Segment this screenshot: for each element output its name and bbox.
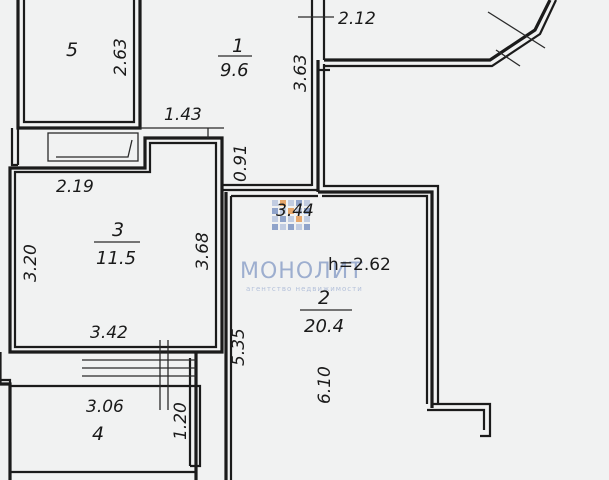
room-1-area: 9.6 [220, 60, 249, 81]
dim-3-20: 3.20 [21, 244, 41, 282]
room-4-number: 4 [92, 423, 104, 445]
dim-5-35: 5.35 [229, 328, 249, 366]
dim-3-42: 3.42 [90, 323, 128, 343]
dim-3-44: 3.44 [276, 201, 314, 221]
watermark: МОНОЛИТ агентство недвижимости [240, 200, 364, 293]
room-2-number: 2 [318, 287, 330, 309]
watermark-tagline: агентство недвижимости [246, 285, 363, 293]
dim-2-63: 2.63 [111, 38, 131, 76]
wall-room-4 [0, 352, 12, 480]
room-2-area: 20.4 [304, 316, 344, 337]
dim-3-68: 3.68 [193, 232, 213, 270]
watermark-logo-icon [272, 200, 310, 230]
walls [0, 0, 557, 480]
room-1-number: 1 [232, 35, 244, 57]
dim-2-12: 2.12 [338, 9, 376, 29]
wall-room-3 [8, 136, 224, 354]
room-3-area: 11.5 [96, 248, 136, 269]
dim-6-10: 6.10 [315, 366, 335, 404]
storage-niche [47, 132, 139, 162]
dim-3-06: 3.06 [86, 397, 124, 417]
ceiling-height-label: h=2.62 [328, 255, 391, 275]
room-5-number: 5 [66, 39, 78, 61]
dimension-labels: 2.12 2.63 3.63 1.43 0.91 2.19 3.44 3.20 … [21, 9, 376, 440]
wall-room-5 [16, 0, 142, 130]
dim-1-20: 1.20 [171, 402, 191, 440]
dim-0-91: 0.91 [231, 144, 251, 182]
dim-3-63: 3.63 [291, 54, 311, 92]
dim-2-19: 2.19 [56, 177, 94, 197]
wall-top-right [324, 0, 552, 62]
dim-1-43: 1.43 [164, 105, 202, 125]
watermark-brand: МОНОЛИТ [240, 259, 364, 284]
room-labels: 5 1 9.6 3 11.5 2 20.4 4 h=2.62 [66, 35, 391, 445]
room-3-number: 3 [112, 219, 124, 241]
